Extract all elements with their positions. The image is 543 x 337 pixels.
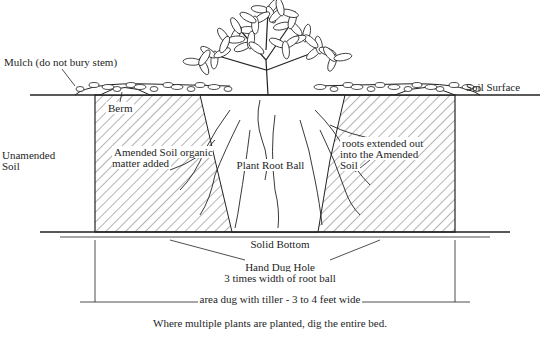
plant-leaves xyxy=(183,0,353,76)
leaf xyxy=(218,35,232,54)
leaf xyxy=(274,0,285,17)
leaf xyxy=(281,41,290,60)
mulch-pebble xyxy=(404,87,412,92)
mulch-pebble xyxy=(171,85,183,90)
unamended-soil-label: Unamended Soil xyxy=(2,149,55,172)
roots-label-holder: roots extended out into the Amended Soil xyxy=(340,138,438,171)
caption-holder: Where multiple plants are planted, dig t… xyxy=(60,318,480,329)
caption: Where multiple plants are planted, dig t… xyxy=(151,317,389,329)
amended-soil-label: Amended Soil organic matter added xyxy=(112,146,213,169)
root-ball-label: Plant Root Ball xyxy=(235,159,307,171)
mulch-pebble xyxy=(388,85,400,90)
leaf xyxy=(247,40,266,56)
mulch-pebble xyxy=(187,87,195,92)
dimension-label-holder: area dug with tiller - 3 to 4 feet wide xyxy=(160,294,400,305)
unamended-soil-label-holder: Unamended Soil xyxy=(2,150,72,172)
mulch-label: Mulch (do not bury stem) xyxy=(4,56,117,68)
solid-bottom-label-holder: Solid Bottom xyxy=(235,239,325,250)
plant-stems xyxy=(215,10,320,95)
leader-lines xyxy=(62,69,470,302)
leaf xyxy=(238,10,257,25)
mulch-pebble xyxy=(367,87,375,92)
berm-label: Berm xyxy=(106,102,134,114)
mulch-pebble xyxy=(351,85,363,90)
solid-bottom-line xyxy=(40,231,510,232)
berm-mound xyxy=(395,88,455,96)
amended-soil-label-holder: Amended Soil organic matter added xyxy=(112,147,222,169)
mulch-pebble xyxy=(425,85,437,90)
amended-soil xyxy=(95,95,455,232)
solid-bottom-label: Solid Bottom xyxy=(249,238,312,250)
dimension-label: 3 times width of root ball xyxy=(222,272,338,284)
mulch-pebble xyxy=(76,87,84,92)
mulch-pebble xyxy=(102,85,114,90)
berm-label-holder: Berm xyxy=(106,103,146,114)
soil-surface-line xyxy=(30,94,540,95)
leaf xyxy=(228,16,243,35)
mulch-pebble xyxy=(449,83,459,88)
leaf xyxy=(333,52,352,62)
root-ball-label-holder: Plant Root Ball xyxy=(223,160,318,171)
dimension-label-holder: 3 times width of root ball xyxy=(185,273,375,284)
mulch-label-holder: Mulch (do not bury stem) xyxy=(4,57,164,68)
dimension-label: area dug with tiller - 3 to 4 feet wide xyxy=(198,293,363,305)
mulch-pebble xyxy=(208,85,220,90)
mulch-pebble xyxy=(113,87,121,92)
mulch-pebble xyxy=(375,83,385,88)
mulch-pebble xyxy=(89,83,99,88)
leaf xyxy=(197,48,213,67)
mulch-pebble xyxy=(412,83,422,88)
soil-surface-label: Soil Surface xyxy=(466,81,520,93)
root-ball xyxy=(200,95,345,232)
roots-label: roots extended out into the Amended Soil xyxy=(340,137,423,171)
mulch-pebble xyxy=(330,87,338,92)
soil-surface-label-holder: Soil Surface xyxy=(466,82,541,93)
mulch-pebble xyxy=(150,87,158,92)
mulch-pebble xyxy=(134,85,146,90)
mulch-pebble xyxy=(224,87,232,92)
mulch-pebble xyxy=(436,87,444,92)
mulch-pebble xyxy=(314,85,326,90)
mulch-pebbles xyxy=(76,83,481,92)
mulch-pebble xyxy=(195,83,205,88)
